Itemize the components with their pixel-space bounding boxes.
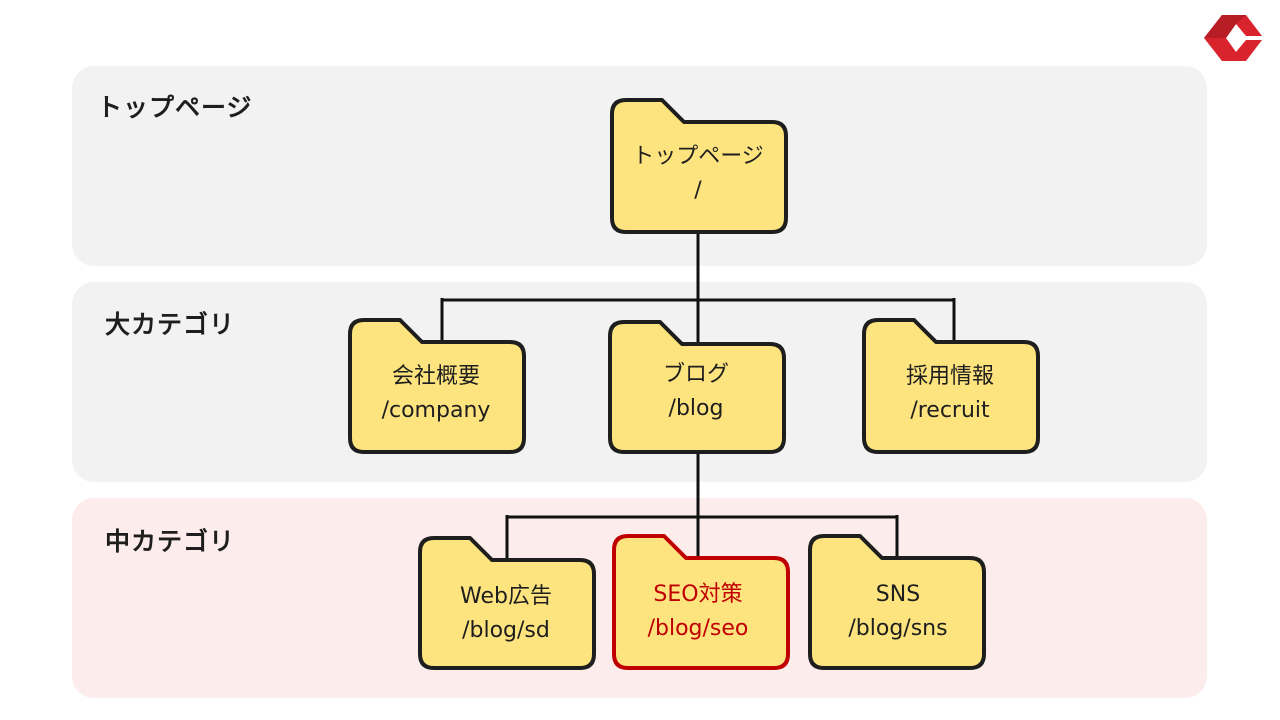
folder-web-ads-path: /blog/sd — [462, 618, 550, 643]
folder-blog-path: /blog — [668, 396, 724, 421]
folder-seo-shape — [612, 534, 790, 670]
folder-web-ads-label: Web広告 /blog/sd — [416, 580, 596, 648]
connectors — [440, 230, 956, 560]
folder-blog-name: ブログ — [662, 362, 729, 387]
band-label-large: 大カテゴリ — [105, 310, 236, 339]
folder-sns-path: /blog/sns — [848, 616, 948, 641]
folder-recruit-path: /recruit — [910, 398, 990, 423]
folder-recruit-label: 採用情報 /recruit — [860, 360, 1040, 428]
folder-blog-label: ブログ /blog — [606, 358, 786, 426]
folder-seo-path: /blog/seo — [647, 616, 749, 641]
folder-company-path: /company — [381, 398, 491, 423]
folder-sns-label: SNS /blog/sns — [808, 578, 988, 646]
folder-recruit-shape — [862, 318, 1040, 454]
folder-top-label: トップページ / — [608, 140, 788, 208]
folder-seo-label: SEO対策 /blog/seo — [608, 578, 788, 646]
band-label-top: トップページ — [97, 93, 253, 122]
folder-web-ads-shape — [418, 536, 596, 670]
brand-chevron-icon — [1204, 15, 1262, 61]
folder-sns-name: SNS — [875, 582, 921, 607]
folder-company-label: 会社概要 /company — [346, 360, 526, 428]
folder-seo-name: SEO対策 — [653, 582, 743, 607]
folder-web-ads-name: Web広告 — [460, 584, 552, 609]
folder-top-shape — [610, 98, 788, 234]
folder-top-name: トップページ — [632, 144, 764, 169]
folder-company-name: 会社概要 — [391, 364, 480, 389]
band-label-mid: 中カテゴリ — [105, 527, 236, 556]
folder-company-shape — [348, 318, 526, 454]
folder-blog-shape — [608, 320, 786, 454]
folder-top-path: / — [694, 178, 702, 203]
folder-sns-shape — [808, 534, 986, 670]
folder-recruit-name: 採用情報 — [905, 364, 994, 389]
